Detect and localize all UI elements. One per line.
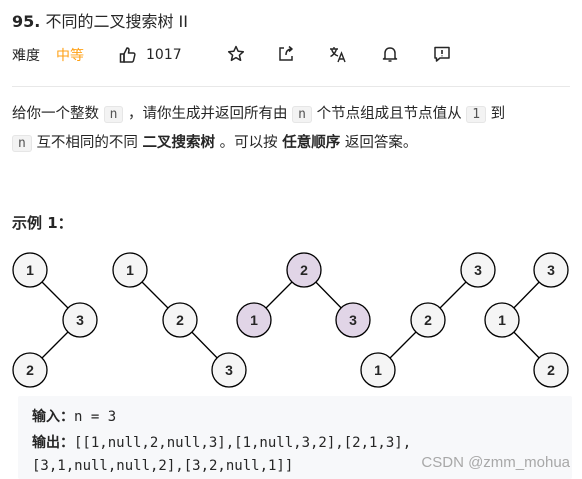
problem-title: 95. 不同的二叉搜索树 II [12,8,188,32]
problem-number: 95. [12,12,41,31]
tree-node [112,252,148,288]
output-value-line2: [3,1,null,null,2],[3,2,null,1]] [32,458,294,474]
tree-edge [41,281,69,309]
tree-node-label: 2 [26,362,34,378]
bell-icon[interactable] [380,44,400,64]
desc-text: 个节点组成且节点值从 [316,106,462,122]
inline-code-n: n [292,106,312,123]
tree-node-label: 1 [26,262,34,278]
example-io-block: 输入：n = 3 输出：[[1,null,2,null,3],[1,null,3… [18,396,572,479]
difficulty-label: 难度 [12,48,40,64]
bst-tree-1: 1 3 2 [12,252,98,388]
desc-text: 。可以按 [219,135,278,151]
tree-edge [41,331,69,359]
bst-tree-5: 3 1 2 [484,252,569,388]
inline-code-n: n [103,106,124,123]
tree-node-label: 1 [126,262,134,278]
tree-node [286,252,322,288]
tree-node-label: 2 [547,362,555,378]
tree-node [211,352,247,388]
tree-node-label: 1 [498,312,506,328]
tree-edge [141,281,169,309]
bold-term-any-order: 任意顺序 [282,135,341,151]
tree-node [335,302,371,338]
bold-term-bst: 二叉搜索树 [142,135,216,151]
output-value-line1: [[1,null,2,null,3],[1,null,3,2],[2,1,3], [74,435,412,451]
like-button[interactable]: 1017 [118,44,182,66]
desc-text: ，请你生成并返回所有由 [128,106,288,122]
desc-text: 给你一个整数 [12,106,99,122]
star-icon[interactable] [226,44,246,64]
difficulty-value: 中等 [56,48,84,64]
tree-node-label: 3 [547,262,555,278]
desc-text: 返回答案。 [344,135,418,151]
bst-tree-4: 3 2 1 [360,252,496,388]
bst-diagram: 1 3 2 1 2 3 2 1 3 3 2 1 3 1 2 [12,252,569,388]
tree-node-label: 3 [474,262,482,278]
tree-node [533,252,569,288]
share-icon[interactable] [276,44,296,64]
inline-code-n: n [12,135,32,152]
tree-node-label: 2 [176,312,184,328]
example-title: 示例 1： [12,214,73,232]
bst-tree-2: 1 2 3 [112,252,247,388]
tree-node [533,352,569,388]
tree-node [236,302,272,338]
output-label: 输出： [32,435,74,451]
tree-edge [315,281,342,309]
tree-node-label: 3 [76,312,84,328]
desc-text: 到 [490,106,506,122]
tree-node [460,252,496,288]
tree-edge [191,331,218,359]
tree-node [360,352,396,388]
tree-node [162,302,198,338]
thumbs-up-icon [119,47,136,63]
tree-node-label: 3 [349,312,357,328]
tree-node [410,302,446,338]
tree-node-label: 1 [374,362,382,378]
watermark: CSDN @zmm_mohua [421,454,570,471]
problem-description: 给你一个整数 n ，请你生成并返回所有由 n 个节点组成且节点值从 1 到 n … [12,100,574,158]
desc-text: 互不相同的不同 [36,135,138,151]
tree-node-label: 3 [225,362,233,378]
input-value: n = 3 [74,409,117,425]
tree-edge [265,281,293,309]
tree-node-label: 2 [300,262,308,278]
divider [12,86,570,87]
tree-edge [513,331,540,359]
input-line: 输入：n = 3 [32,406,116,426]
tree-node [62,302,98,338]
problem-meta-bar: 难度 中等 1017 [12,44,572,66]
tree-node-label: 2 [424,312,432,328]
output-line: 输出：[[1,null,2,null,3],[1,null,3,2],[2,1,… [32,432,411,452]
tree-edge [439,281,467,309]
bst-tree-3: 2 1 3 [236,252,371,338]
problem-name: 不同的二叉搜索树 II [45,12,188,31]
tree-node [12,252,48,288]
feedback-icon[interactable] [432,44,452,64]
translate-icon[interactable] [328,44,348,64]
like-count: 1017 [146,47,182,63]
tree-edge [513,281,540,309]
tree-node [12,352,48,388]
tree-node-label: 1 [250,312,258,328]
output-line-2: [3,1,null,null,2],[3,2,null,1]] [32,458,293,474]
input-label: 输入： [32,409,74,425]
inline-code-1: 1 [466,106,487,123]
tree-edge [389,331,417,359]
tree-node [484,302,520,338]
